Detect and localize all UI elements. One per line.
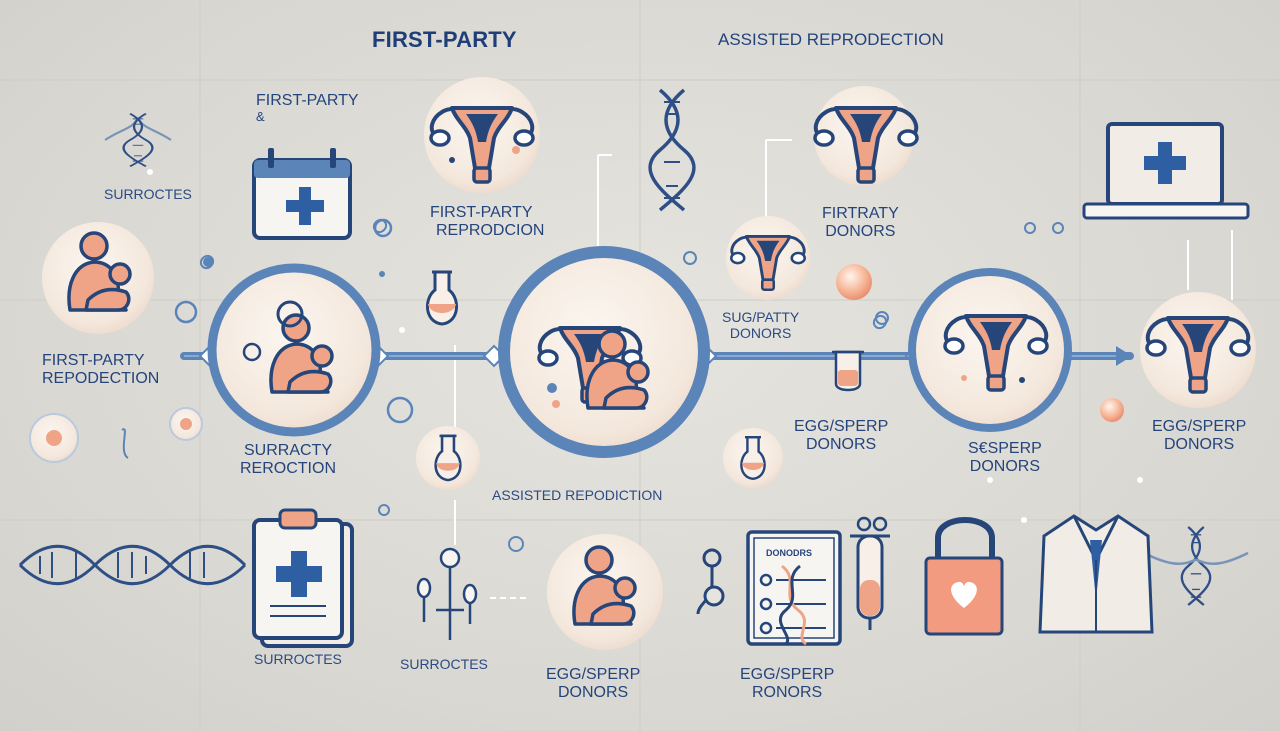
- dna-icon: [104, 112, 172, 168]
- label-egg-sperp-donors-bottom: EGG/SPERP DONORS: [546, 666, 641, 701]
- heading-assisted-reproduction: ASSISTED REPRODECTION: [718, 30, 944, 49]
- bubble-uterus-right: [1140, 292, 1256, 408]
- label-first-party-repodection: FIRST-PARTY REPODECTION: [42, 352, 160, 387]
- label-firtraty-donors: FIRTRATY DONORS: [822, 205, 899, 240]
- padlock-heart-icon: [924, 517, 1004, 636]
- bubble-uterus-top-left: [424, 77, 540, 193]
- heading-first-party: FIRST-PARTY: [372, 27, 517, 52]
- stethoscope-icon: [696, 548, 725, 615]
- flask-icon: [425, 270, 459, 326]
- dna-icon: [1143, 525, 1249, 607]
- dna-horizontal-icon: [18, 544, 247, 586]
- bubble-uterus-small: [726, 216, 810, 300]
- label-egg-sperp-donors-mid: EGG/SPERP DONORS: [794, 418, 889, 453]
- sperm-sample-icon: [416, 547, 478, 640]
- label-egg-sperp-ronors: EGG/SPERP RONORS: [740, 666, 835, 701]
- calendar-medical-icon: [252, 148, 352, 240]
- label-assisted-repodiction: ASSISTED REPODICTION: [492, 487, 663, 503]
- bubble-parent-left: [42, 222, 154, 334]
- dna-icon: [648, 88, 696, 212]
- lab-coat-icon: [1038, 514, 1154, 634]
- stage-circle-donors: [908, 268, 1072, 432]
- stage-circle-assisted: [498, 246, 710, 458]
- label-first-party-amp: FIRST-PARTY &: [256, 92, 359, 124]
- test-tube-icon: [850, 516, 890, 630]
- bubble-uterus-top-right: [813, 86, 919, 186]
- label-egg-sperp-donors-right: EGG/SPERP DONORS: [1152, 418, 1247, 453]
- clipboard-title: DONODRS: [766, 548, 813, 558]
- label-ssperp-donors: S€SPERP DONORS: [968, 440, 1042, 475]
- label-surrocts-bottom-mid: SURROCTES: [400, 656, 488, 672]
- flask-bubble: [723, 428, 783, 488]
- swirl-glyphs: [121, 218, 888, 459]
- stage-circle-surrogacy: [207, 263, 381, 437]
- label-surrocts-bottom-left: SURROCTES: [254, 651, 342, 667]
- label-first-party-reprodcion: FIRST-PARTY REPRODCION: [429, 204, 545, 239]
- beaker-icon: [832, 350, 864, 392]
- label-sug-party-donors: SUG/PATTY DONORS: [722, 309, 800, 341]
- donor-clipboard-icon: [746, 530, 842, 646]
- small-orbs: [29, 169, 1143, 552]
- label-surrocts-top: SURROCTES: [104, 186, 192, 202]
- label-surracty-reroction: SURRACTY REROCTION: [240, 442, 336, 477]
- laptop-medical-icon: [1082, 122, 1250, 220]
- medical-clipboard-icon: [252, 508, 354, 648]
- flask-bubble: [416, 426, 480, 490]
- bubble-parent-bottom: [547, 534, 663, 650]
